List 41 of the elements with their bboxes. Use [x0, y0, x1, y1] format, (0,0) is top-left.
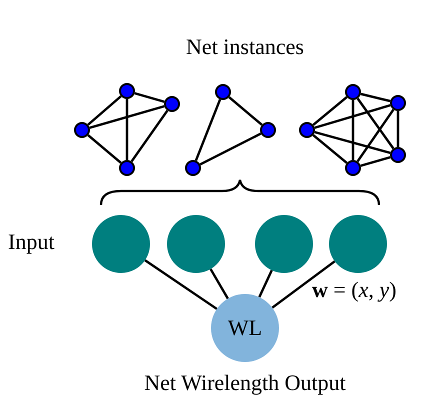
graph-vertex — [119, 83, 135, 99]
title: Net instances — [186, 34, 304, 60]
connector-line — [210, 268, 229, 300]
graph-vertex — [215, 84, 231, 100]
graph-vertex — [74, 122, 90, 138]
output-node — [211, 294, 279, 362]
graph-edge — [356, 108, 394, 162]
node-label: WL — [228, 315, 262, 341]
graph-edge — [352, 100, 354, 160]
graph-vertex — [390, 147, 406, 163]
graph-edge — [312, 96, 348, 126]
side-label: Input — [8, 229, 54, 255]
graph-vertex — [345, 160, 361, 176]
graph-vertex — [164, 96, 180, 112]
graph-edge — [130, 110, 168, 162]
graph-edge — [356, 98, 394, 150]
connector-line — [144, 259, 218, 310]
graph-vertex — [119, 160, 135, 176]
graph-edge — [360, 156, 391, 167]
node-caption: Net Wirelength Output — [144, 370, 346, 396]
graph-vertex — [390, 95, 406, 111]
graph-edge — [396, 111, 400, 147]
graph-edge — [200, 132, 262, 166]
graph-edge — [134, 92, 165, 103]
graph-edge — [87, 134, 122, 164]
graph-vertex — [299, 122, 315, 138]
graph-edge — [314, 104, 391, 129]
graph-vertex — [185, 160, 201, 176]
graph-edge — [360, 92, 391, 102]
graph-vertex — [260, 122, 276, 138]
formula-label: w = (x, y) — [312, 277, 396, 303]
graph-vertex — [345, 84, 361, 100]
graph-edge — [126, 99, 128, 160]
connector-line — [258, 270, 273, 298]
connector-line — [272, 260, 336, 309]
graph-edge — [87, 95, 122, 126]
graph-edge — [228, 96, 263, 126]
graph-edge — [314, 130, 391, 154]
graph-edge — [312, 134, 348, 164]
graph-edge — [89, 105, 165, 129]
graph-edge — [194, 99, 222, 161]
